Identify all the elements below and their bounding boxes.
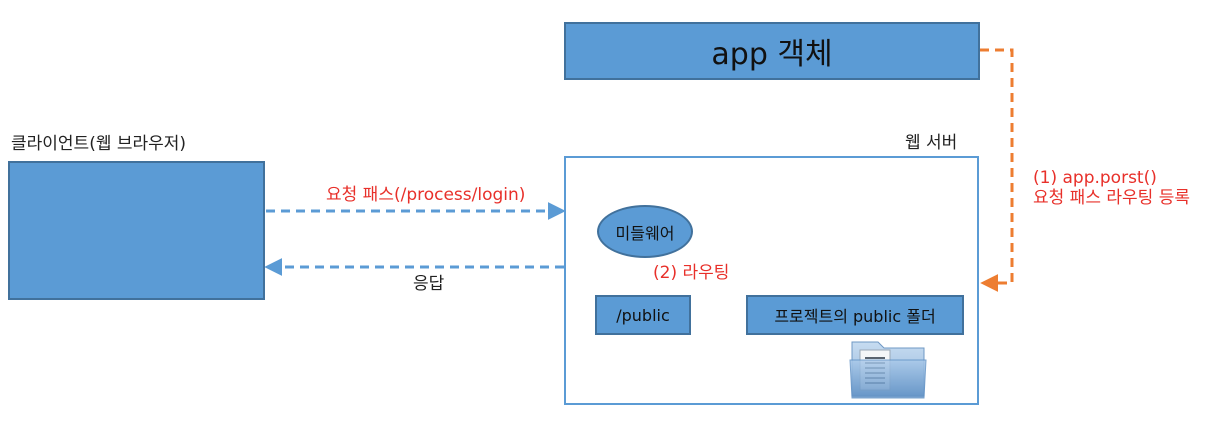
- client-box: [8, 161, 265, 300]
- web-server-title: 웹 서버: [905, 133, 958, 153]
- project-public-folder-label: 프로젝트의 public 폴더: [774, 307, 936, 326]
- document-folder-icon: [848, 336, 928, 401]
- register-step-label-line1: (1) app.porst(): [1033, 168, 1157, 188]
- register-route-arrow: [980, 48, 1014, 292]
- public-route-label: /public: [616, 305, 670, 325]
- response-label: 응답: [413, 274, 445, 294]
- routing-step-label: (2) 라우팅: [653, 263, 730, 283]
- client-title: 클라이언트(웹 브라우저): [11, 134, 187, 154]
- request-path-label: 요청 패스(/process/login): [326, 185, 526, 205]
- public-route-box: /public: [595, 295, 691, 335]
- middleware-node: 미들웨어: [597, 205, 693, 258]
- app-object-label: app 객체: [711, 37, 833, 72]
- app-object-box: app 객체: [564, 22, 980, 80]
- project-public-folder-box: 프로젝트의 public 폴더: [746, 295, 964, 335]
- register-step-label-line2: 요청 패스 라우팅 등록: [1033, 188, 1190, 208]
- middleware-label: 미들웨어: [615, 223, 675, 243]
